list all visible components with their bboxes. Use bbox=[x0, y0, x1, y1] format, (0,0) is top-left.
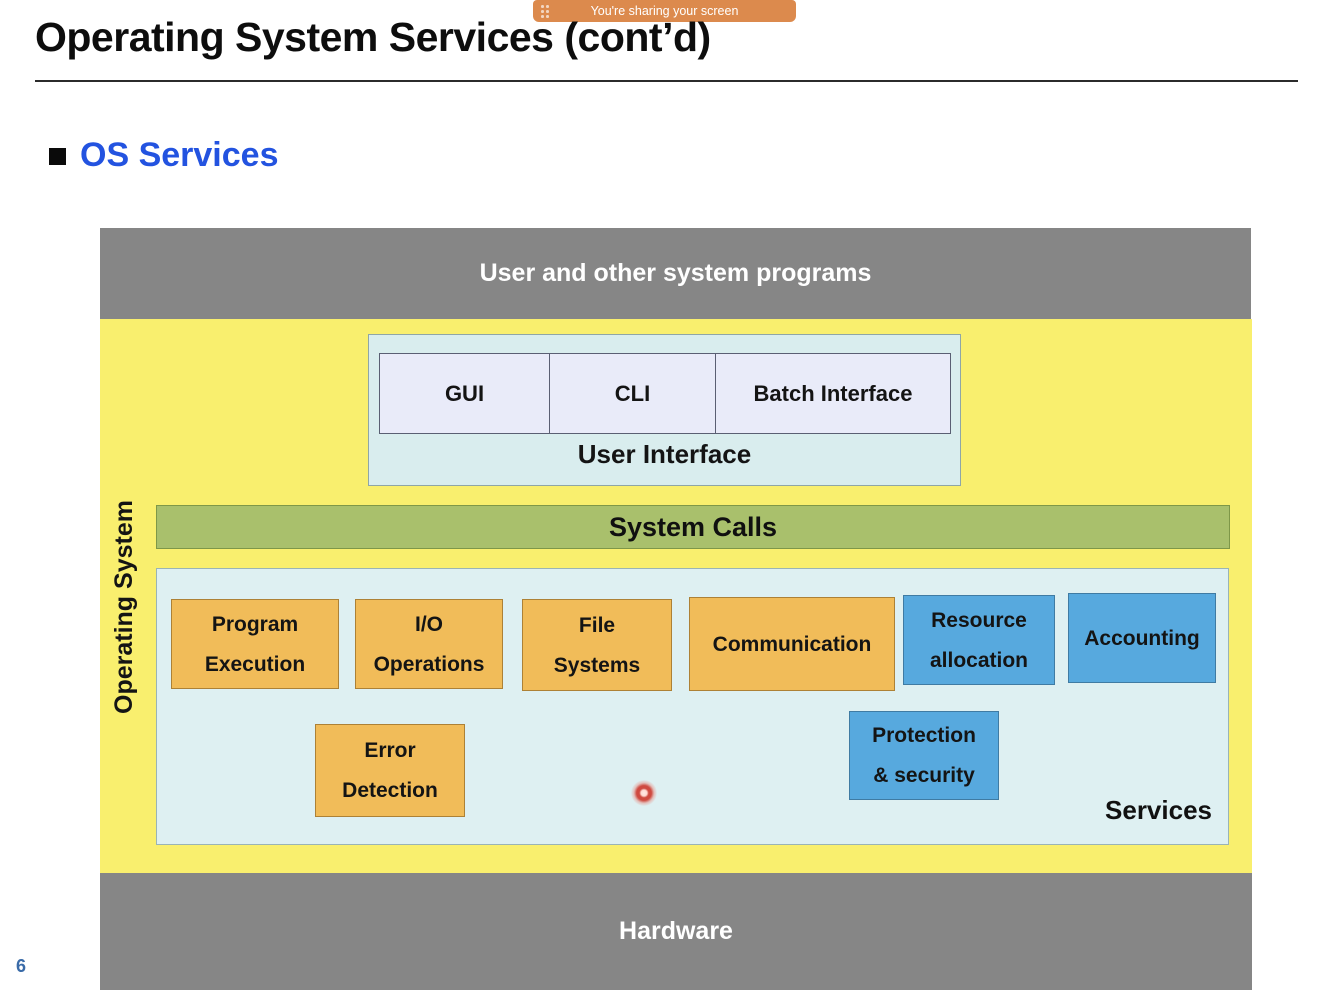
page-title: Operating System Services (cont’d) bbox=[35, 14, 711, 60]
service-label-line: Protection bbox=[872, 724, 976, 747]
ui-cell-batch-interface: Batch Interface bbox=[715, 354, 950, 433]
services-panel: Program Execution I/O Operations File Sy… bbox=[156, 568, 1229, 845]
service-box-error-detection: Error Detection bbox=[315, 724, 465, 817]
laser-pointer-dot bbox=[631, 780, 657, 806]
ui-cell-cli: CLI bbox=[549, 354, 715, 433]
user-interface-cells: GUI CLI Batch Interface bbox=[379, 353, 951, 434]
service-label-line: Error bbox=[364, 739, 416, 762]
hardware-bar: Hardware bbox=[100, 873, 1252, 990]
service-label-line: Operations bbox=[373, 652, 485, 676]
service-box-resource-allocation: Resource allocation bbox=[903, 595, 1055, 685]
service-box-accounting: Accounting bbox=[1068, 593, 1216, 683]
service-label-line: Execution bbox=[204, 652, 306, 676]
drag-handle-icon[interactable] bbox=[541, 5, 549, 18]
service-label-line: Communication bbox=[712, 632, 872, 656]
bullet-square-icon bbox=[49, 148, 66, 165]
bullet-os-services: OS Services bbox=[80, 136, 279, 174]
user-programs-bar: User and other system programs bbox=[100, 228, 1251, 319]
service-label-line: Systems bbox=[553, 653, 641, 677]
title-divider bbox=[35, 80, 1298, 82]
services-caption: Services bbox=[1105, 795, 1212, 825]
service-box-protection-security: Protection & security bbox=[849, 711, 999, 800]
service-box-communication: Communication bbox=[689, 597, 895, 691]
system-calls-label: System Calls bbox=[608, 511, 778, 542]
user-interface-block: GUI CLI Batch Interface User Interface bbox=[368, 334, 961, 486]
service-label-line: File bbox=[578, 613, 616, 637]
page-number: 6 bbox=[16, 956, 27, 976]
hardware-bar-label: Hardware bbox=[619, 917, 733, 945]
service-label-line: Accounting bbox=[1084, 626, 1200, 650]
screen-share-banner-label: You're sharing your screen bbox=[590, 4, 739, 18]
service-label-line: & security bbox=[873, 764, 975, 787]
service-label-line: allocation bbox=[929, 648, 1029, 672]
service-box-file-systems: File Systems bbox=[522, 599, 672, 691]
operating-system-vertical-label: Operating System bbox=[110, 500, 138, 714]
service-label-line: Detection bbox=[342, 779, 438, 802]
service-label-line: Resource bbox=[931, 608, 1027, 632]
service-box-io-operations: I/O Operations bbox=[355, 599, 503, 689]
service-label-line: I/O bbox=[414, 612, 443, 636]
service-box-program-execution: Program Execution bbox=[171, 599, 339, 689]
ui-cell-gui: GUI bbox=[444, 380, 485, 406]
service-label-line: Program bbox=[211, 612, 299, 636]
screen-share-banner: You're sharing your screen bbox=[533, 0, 796, 22]
user-interface-caption: User Interface bbox=[577, 439, 752, 469]
system-calls-bar: System Calls bbox=[156, 505, 1230, 549]
user-programs-bar-label: User and other system programs bbox=[479, 259, 872, 287]
